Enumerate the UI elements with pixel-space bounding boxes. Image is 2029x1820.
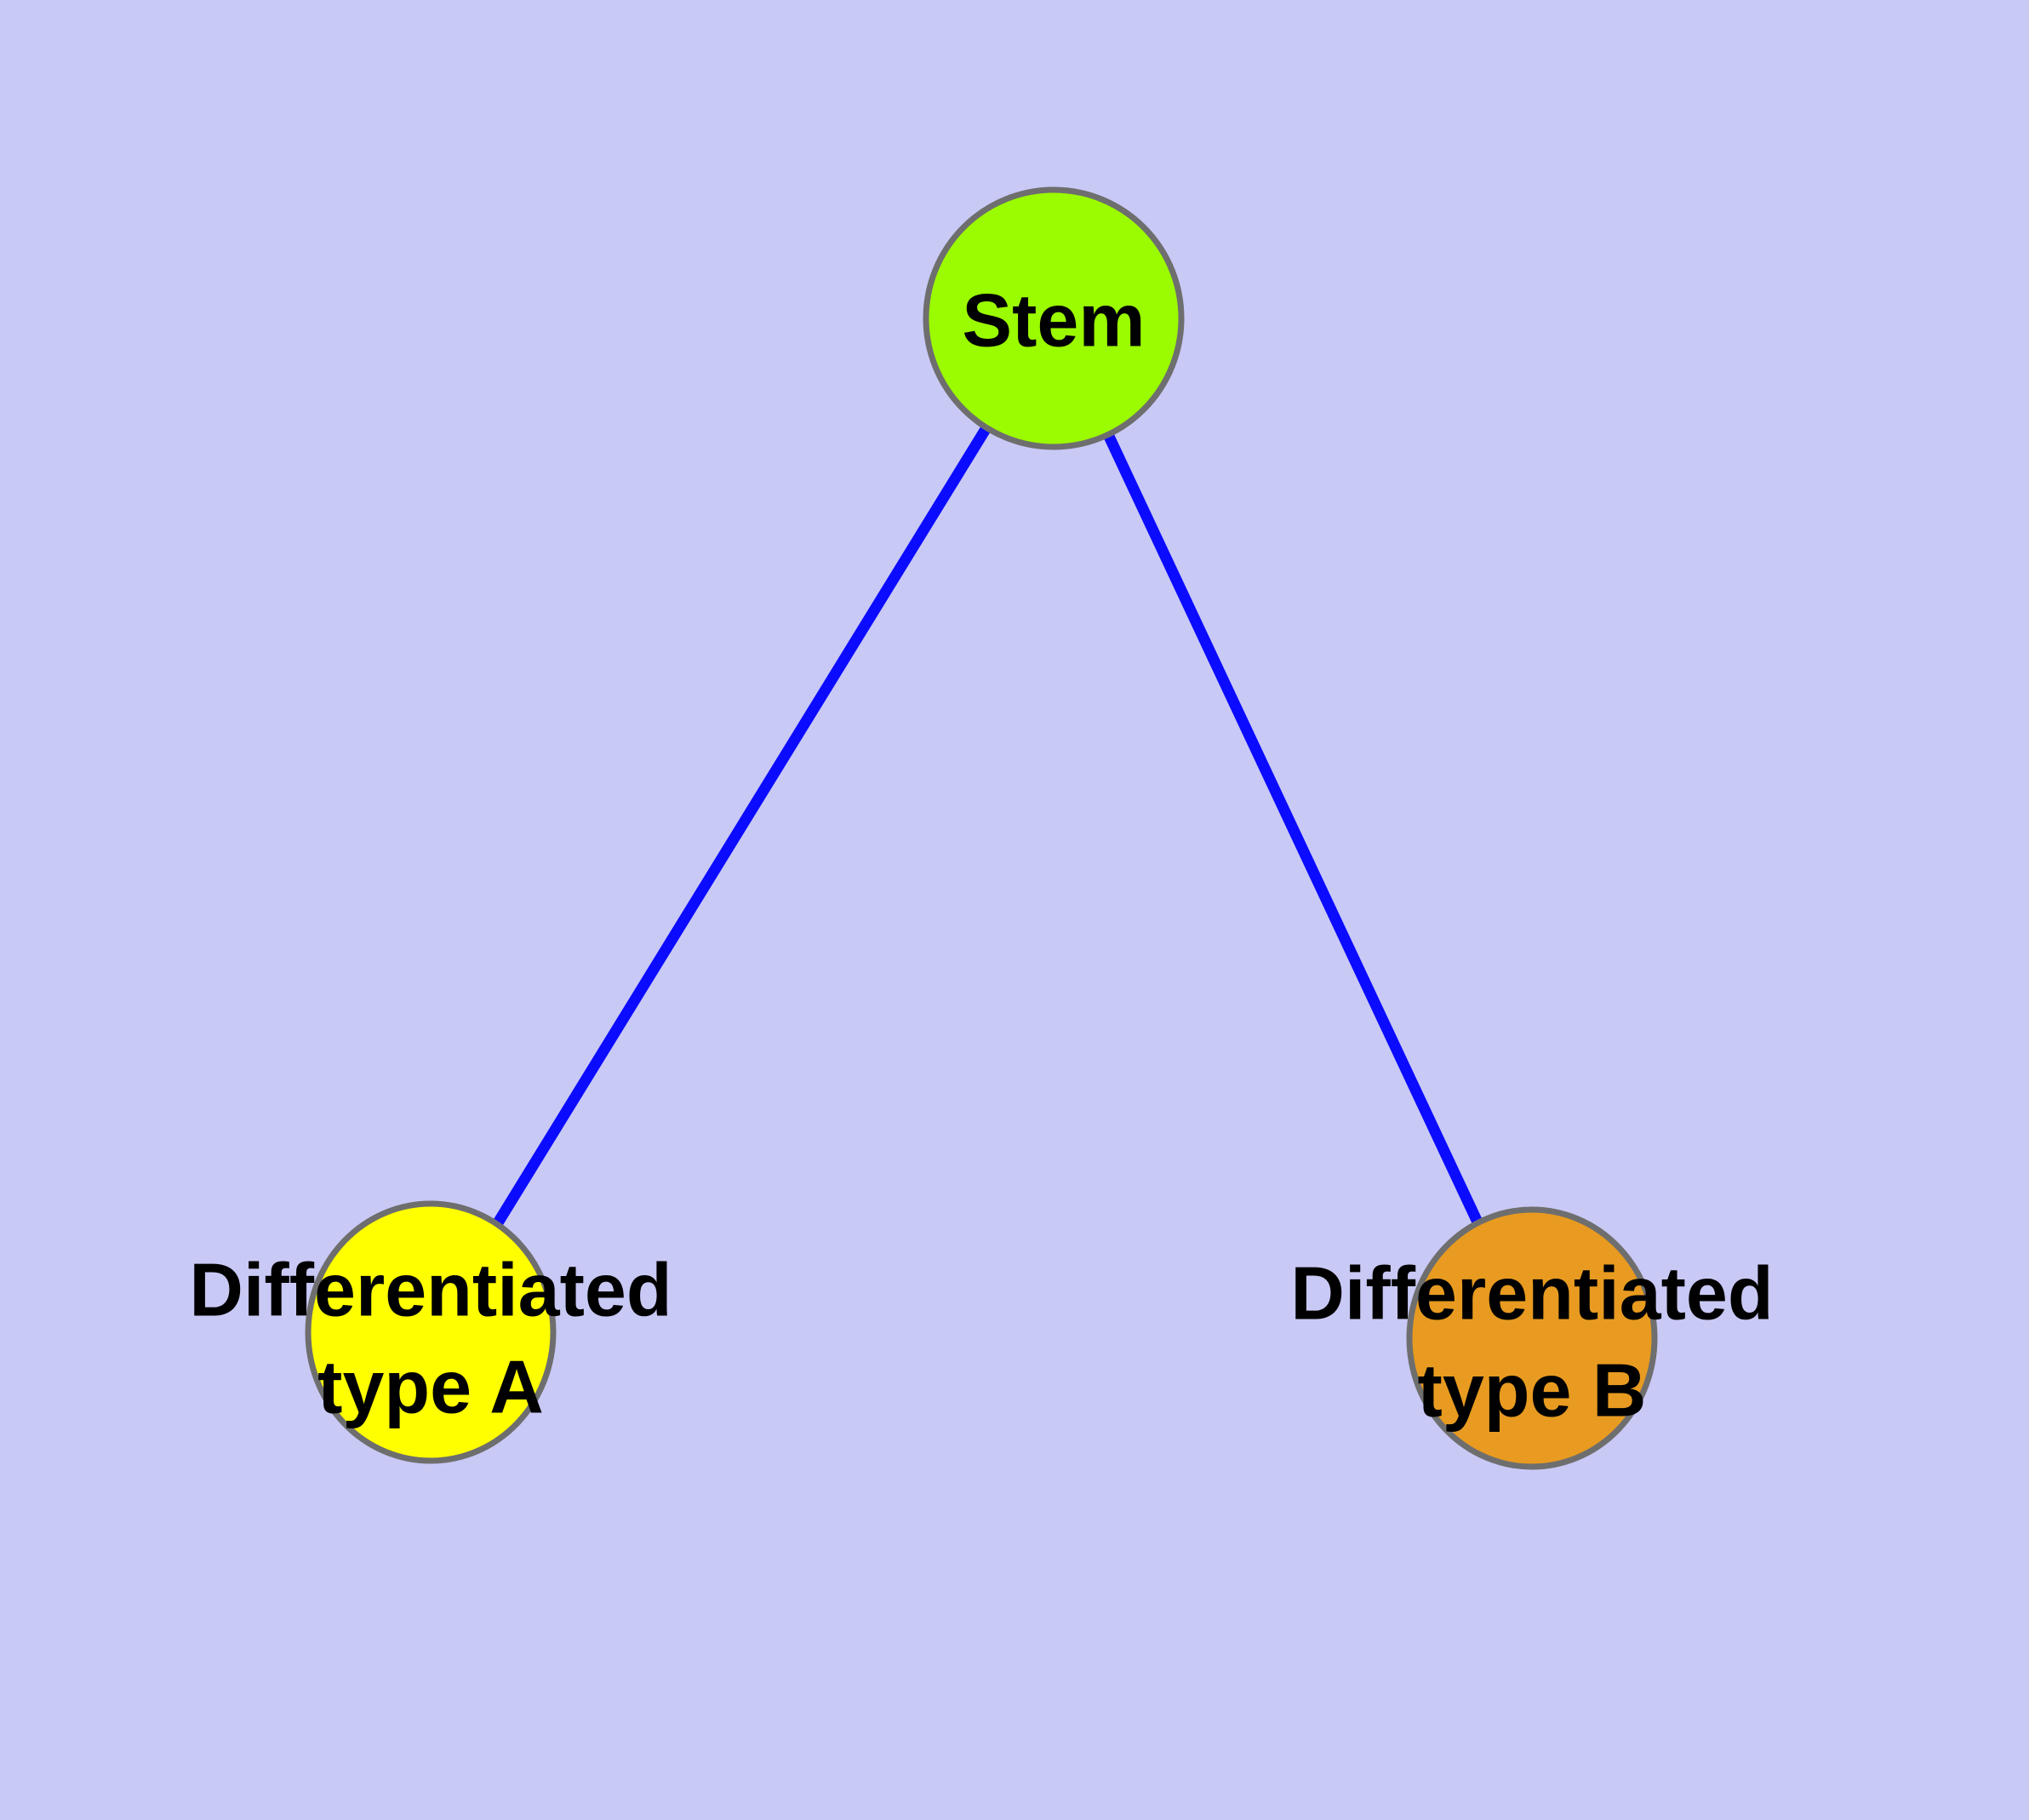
node-stem bbox=[923, 186, 1185, 450]
nodes-layer bbox=[305, 186, 1658, 1470]
node-type-a-label-line2: type A bbox=[317, 1345, 544, 1429]
node-stem-label: Stem bbox=[962, 278, 1145, 363]
node-type-b-label-line2: type B bbox=[1418, 1348, 1647, 1433]
edges-layer bbox=[426, 315, 1537, 1341]
node-type-b-label-line1: Differentiated bbox=[1290, 1251, 1773, 1336]
edge-stem-to-type-b bbox=[1049, 316, 1537, 1341]
edge-stem-to-type-a bbox=[426, 315, 1059, 1336]
labels-layer: Stem Differentiated type A Differentiate… bbox=[189, 278, 1773, 1433]
node-type-a-label-line1: Differentiated bbox=[189, 1248, 672, 1332]
node-differentiated-type-a bbox=[305, 1200, 557, 1464]
node-differentiated-type-b bbox=[1406, 1206, 1658, 1470]
